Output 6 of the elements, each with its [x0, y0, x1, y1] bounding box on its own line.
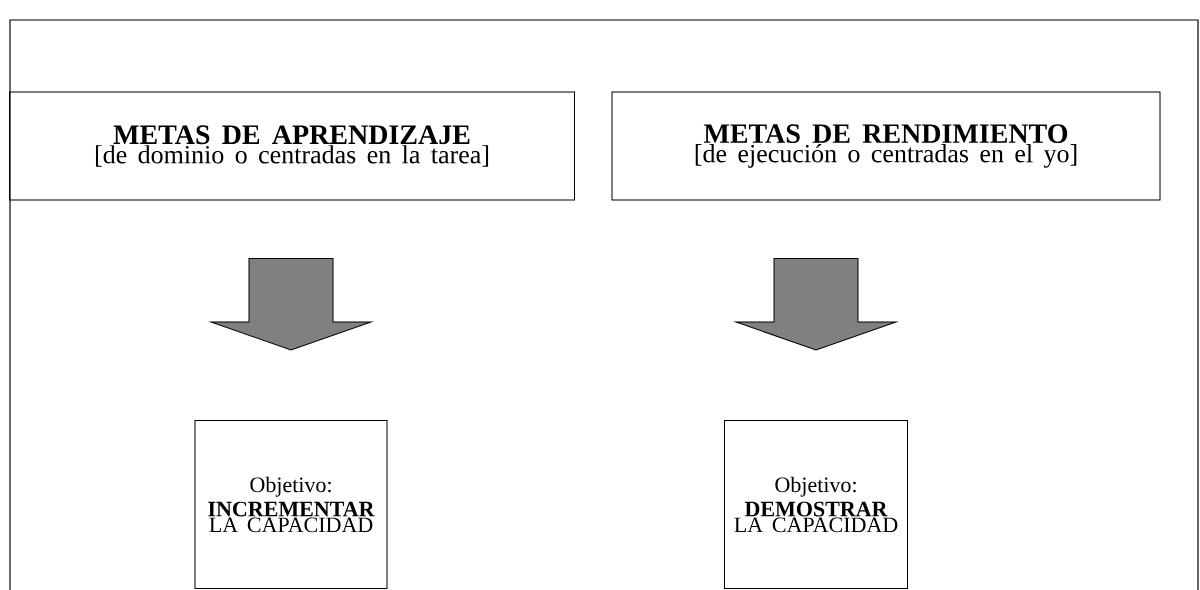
block-arrow [735, 258, 897, 351]
goal-type-box: METAS DE APRENDIZAJE [de dominio o centradas en la tarea] [9, 91, 575, 201]
goal-box: Objetivo: INCREMENTAR LA CAPACIDAD [194, 420, 388, 589]
goal-box: Objetivo: DEMOSTRAR LA CAPACIDAD [724, 420, 908, 589]
block-arrow [210, 258, 372, 351]
goal-type-box: METAS DE RENDIMIENTO [de ejecución o centradas en el yo] [611, 91, 1161, 201]
